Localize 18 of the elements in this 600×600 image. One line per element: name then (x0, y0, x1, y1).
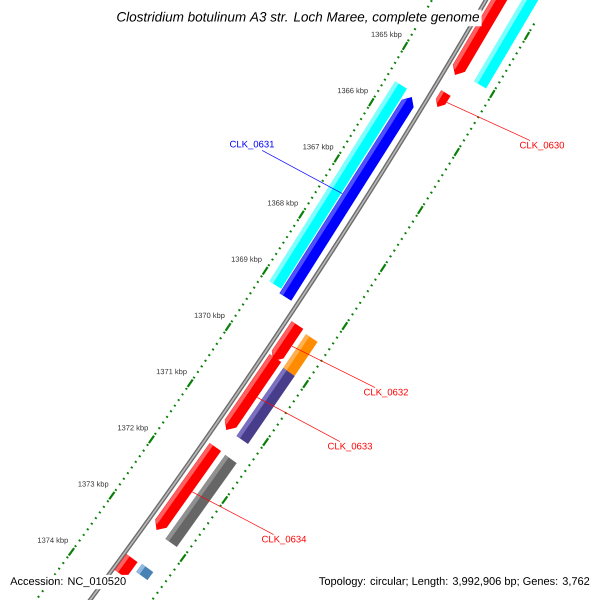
gene-label: CLK_0631 (230, 140, 274, 150)
gene-label: CLK_0634 (262, 536, 306, 544)
gene-bar (283, 334, 318, 376)
gene-label: CLK_0633 (328, 442, 372, 452)
leader-line (446, 102, 530, 141)
gene-bar (136, 564, 154, 580)
gene-bar (236, 368, 295, 444)
leader-line (262, 150, 343, 194)
gene-block (436, 90, 451, 107)
leader-line (292, 346, 376, 388)
title: Clostridium botulinum A3 str. Loch Maree, complete genome (114, 10, 482, 26)
leader-line (256, 397, 340, 442)
genome-info: Topology: circular; Length: 3,992,906 bp; Genes: 3,762 (316, 574, 592, 590)
gene-bar (165, 454, 237, 548)
leader-line (192, 492, 274, 535)
gene-label: CLK_0632 (364, 388, 408, 398)
accession-text: Accession: NC_010520 (8, 574, 128, 590)
gene-label: CLK_0630 (520, 142, 564, 150)
